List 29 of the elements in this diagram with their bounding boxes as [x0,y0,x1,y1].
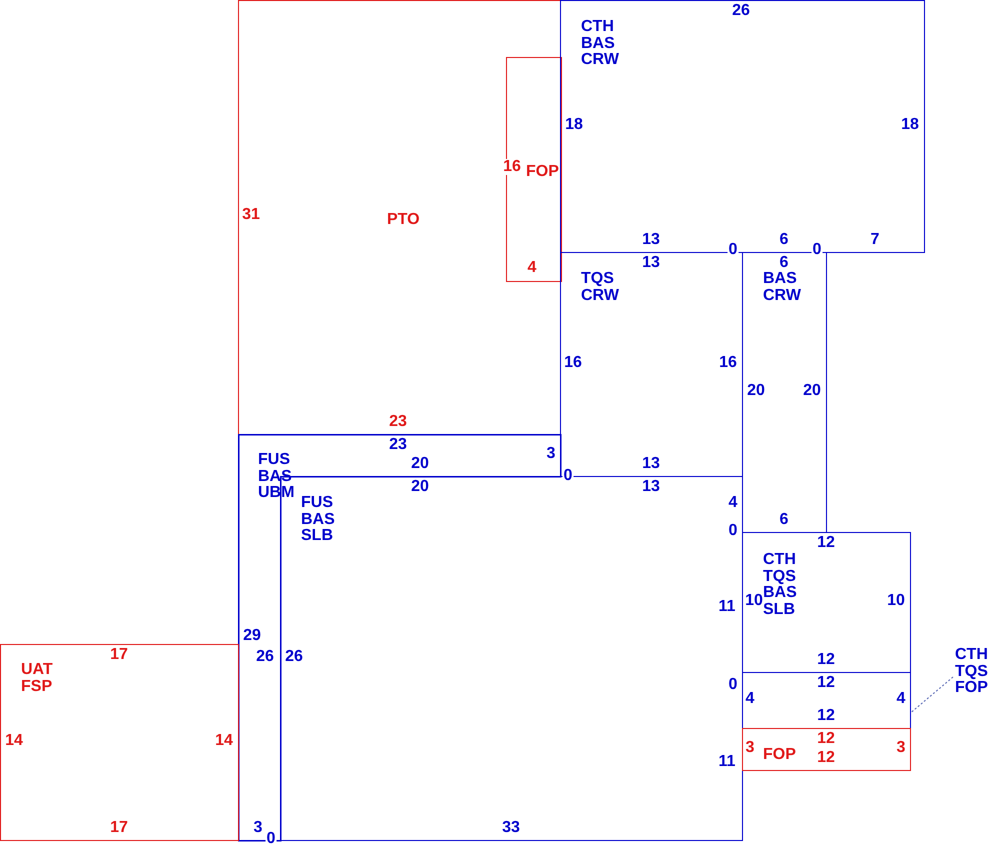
leader-line [910,676,954,713]
room-code: TQS [763,568,797,585]
room-code: BAS [763,271,798,288]
room-code: FOP [955,680,988,696]
room-code: SLB [301,528,334,544]
room-code: BAS [581,36,616,52]
room-outline [742,728,911,771]
room-code: CRW [763,288,801,304]
room-code: BAS [763,585,797,602]
room-code: BAS [301,512,335,528]
room-code: UAT [21,662,53,678]
dimension-label: 16 [502,159,522,175]
room-code: CTH [581,19,615,36]
room-code: TQS [581,271,615,288]
room-code: BAS [258,468,293,485]
room-code: FSP [21,678,53,695]
room-code: SLB [763,602,796,618]
room-outline [0,644,239,841]
room-code: FUS [258,452,291,468]
room-code: CTH [955,647,988,664]
room-code: CRW [581,52,619,68]
room-code: FUS [301,495,334,512]
room-code: CRW [581,288,619,304]
room-outline [506,57,562,282]
room-code: TQS [955,664,988,680]
room-code: FOP [763,747,796,764]
room-code: CTH [763,552,797,568]
room-code: FOP [526,164,559,180]
room-code: PTO [387,212,420,228]
